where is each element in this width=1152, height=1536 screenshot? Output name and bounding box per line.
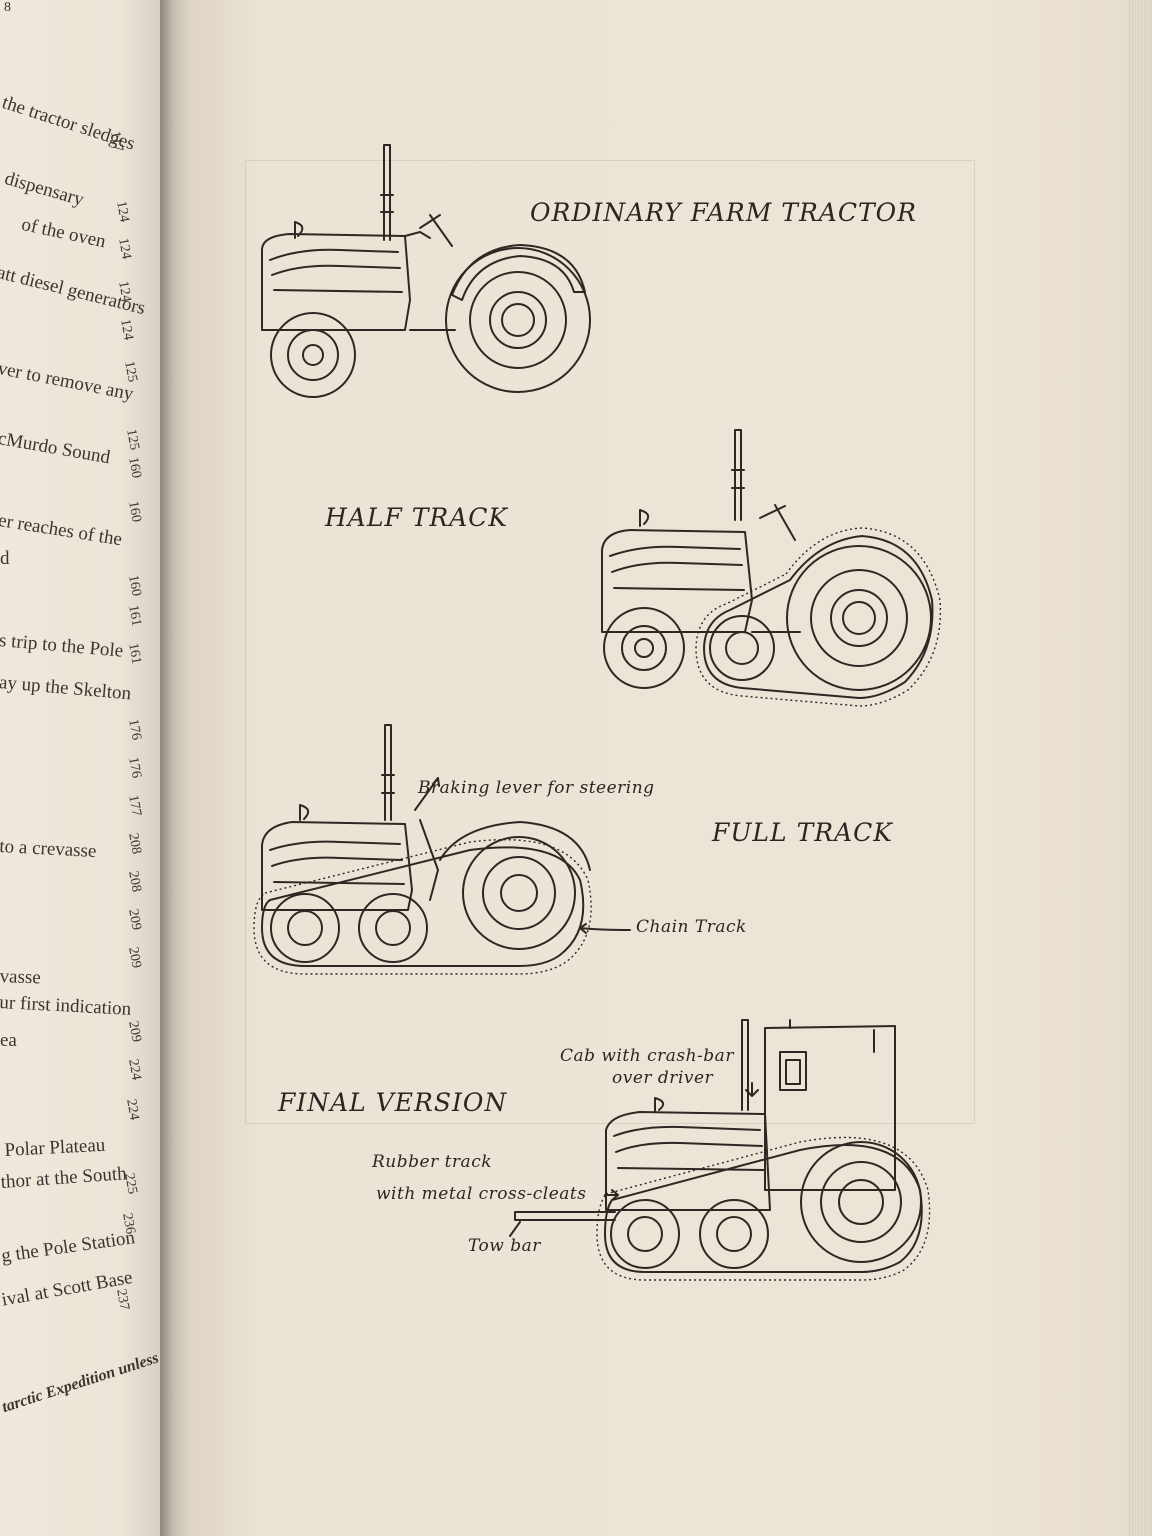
title-ordinary-farm-tractor: ORDINARY FARM TRACTOR [530,198,917,227]
toc-line: ea [0,1030,17,1051]
corner-mark: 8 [4,0,11,15]
label-cab-crash-bar-1: Cab with crash-bar [560,1046,734,1066]
left-page-toc: 8 the tractor sledges dispensary of the … [0,0,172,1536]
final-version-drawing [509,1019,931,1281]
label-braking-lever: Braking lever for steering [418,778,655,798]
title-full-track: FULL TRACK [712,818,893,847]
page-edge [1128,0,1152,1536]
title-half-track: HALF TRACK [325,503,509,532]
title-final-version: FINAL VERSION [278,1088,508,1117]
half-track-drawing [601,429,942,707]
right-page [188,0,1128,1536]
toc-line: d [0,548,10,569]
farm-tractor-drawing [261,144,591,398]
label-tow-bar: Tow bar [468,1236,541,1256]
label-chain-track: Chain Track [636,917,747,937]
full-track-drawing [253,724,631,975]
label-rubber-track-1: Rubber track [372,1152,493,1172]
label-cab-crash-bar-2: over driver [612,1068,714,1088]
label-rubber-track-2: with metal cross-cleats [376,1184,587,1204]
